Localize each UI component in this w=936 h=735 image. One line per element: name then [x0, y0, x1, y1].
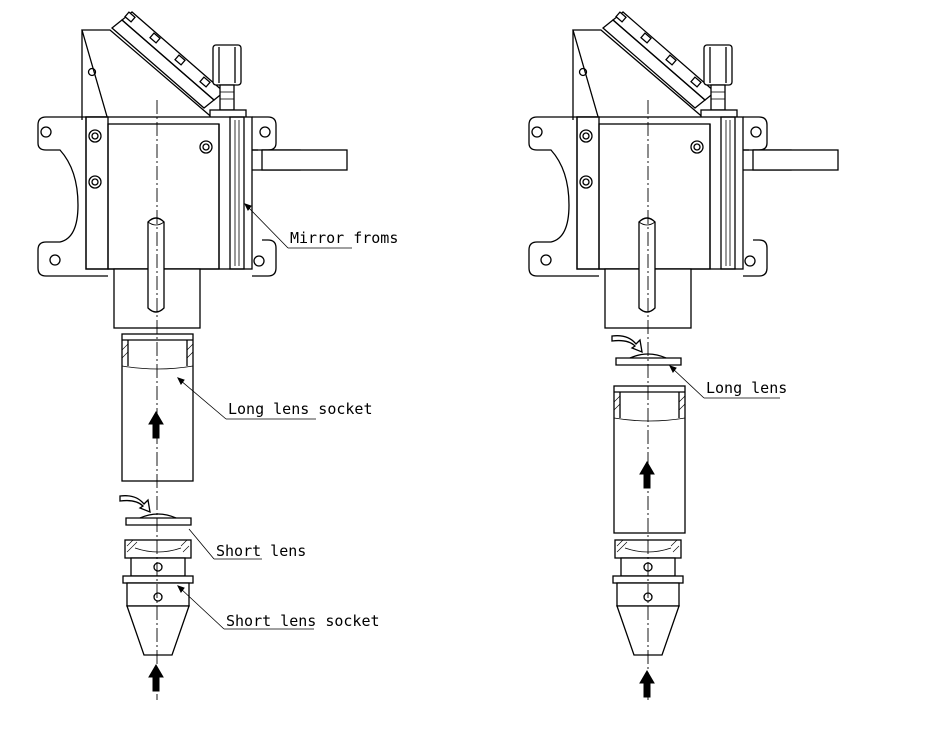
- long-lens-socket-label: Long lens socket: [228, 400, 373, 418]
- long-lens-label: Long lens: [706, 379, 787, 397]
- left-assembly-short-lens: Mirror froms Long lens socket Short lens…: [37, 11, 398, 700]
- up-arrow-icon: [148, 664, 164, 692]
- right-assembly-long-lens: Long lens: [528, 11, 839, 700]
- insert-arrow-icon: [611, 335, 643, 353]
- insert-arrow-icon: [119, 495, 151, 513]
- up-arrow-icon: [639, 670, 655, 698]
- short-lens-socket-label: Short lens socket: [226, 612, 380, 630]
- mirror-frame-label: Mirror froms: [290, 229, 398, 247]
- short-lens-label: Short lens: [216, 542, 306, 560]
